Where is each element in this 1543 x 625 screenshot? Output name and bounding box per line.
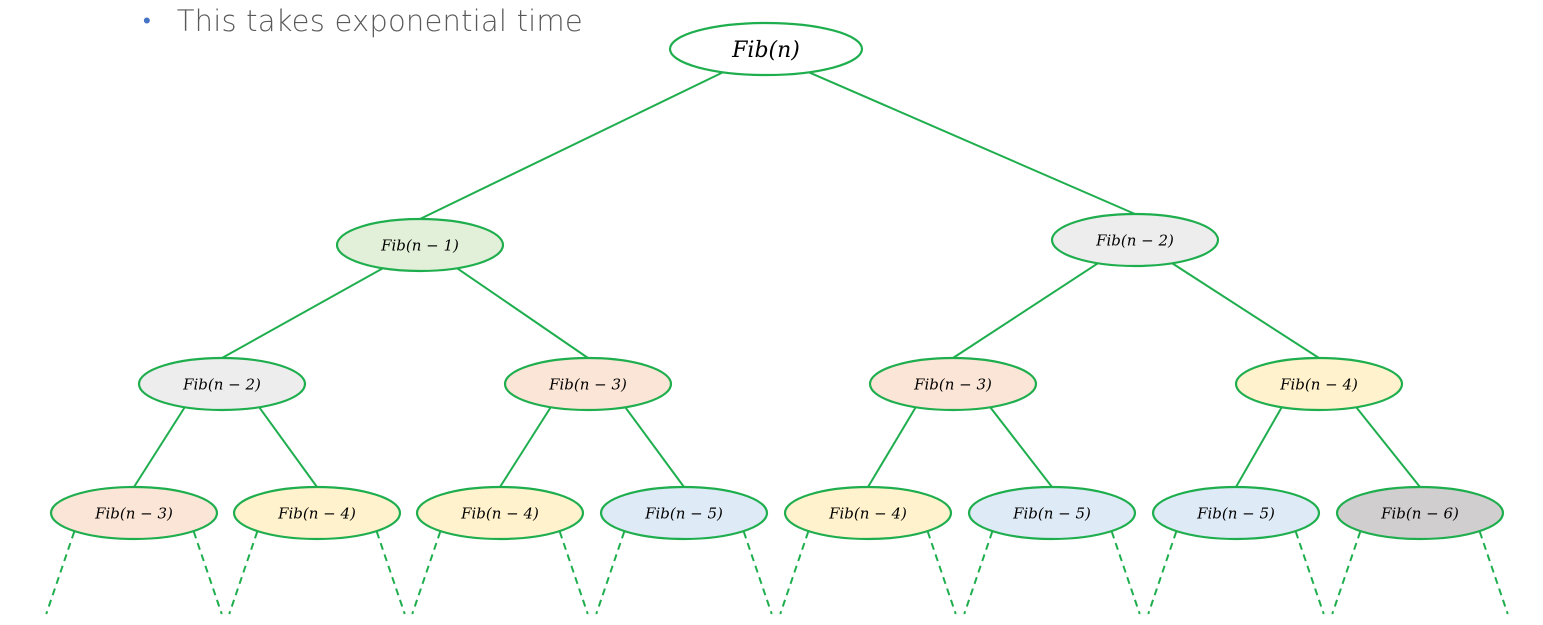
tree-node-label: Fib(n − 4) [1279, 375, 1358, 393]
continuation-stub [192, 531, 223, 615]
continuation-stub [375, 531, 406, 615]
tree-node-n-5: Fib(n − 5) [599, 485, 769, 541]
tree-node-ellipse [783, 485, 953, 541]
tree-node-ellipse [503, 356, 673, 412]
tree-node-ellipse [967, 485, 1137, 541]
tree-node-label: Fib(n − 3) [548, 375, 627, 393]
continuation-stub [1147, 531, 1178, 615]
tree-node-n-4: Fib(n − 4) [1234, 356, 1404, 412]
bullet-dot: • [143, 8, 151, 34]
tree-node-label: Fib(n − 2) [182, 375, 261, 393]
continuation-stub [742, 531, 773, 615]
tree-nodes: Fib(n − 3) Fib(n − 4) Fib(n − 2) Fib(n − 4)… [49, 21, 1505, 541]
tree-node-ellipse [232, 485, 402, 541]
continuation-stub [1110, 531, 1141, 615]
tree-edge [952, 262, 1099, 359]
continuation-stub [558, 531, 589, 615]
continuation-stub [926, 531, 957, 615]
tree-node-ellipse [1151, 485, 1321, 541]
continuation-stub [779, 531, 810, 615]
tree-node-n-4: Fib(n − 4) [783, 485, 953, 541]
tree-node-n-3: Fib(n − 3) [503, 356, 673, 412]
tree-node-label: Fib(n − 2) [1095, 231, 1174, 249]
continuation-stub [411, 531, 442, 615]
tree-node-ellipse [868, 356, 1038, 412]
continuation-stub [45, 531, 76, 615]
tree-edge [624, 406, 685, 488]
tree-node-n-6: Fib(n − 6) [1335, 485, 1505, 541]
tree-edge [1235, 406, 1283, 488]
tree-node-n-2: Fib(n − 2) [1050, 212, 1220, 268]
tree-edge [867, 406, 917, 488]
bullet-row: • This takes exponential time [143, 4, 583, 39]
tree-node-n-1: Fib(n − 1) [335, 217, 505, 273]
tree-edge [499, 406, 552, 488]
tree-edge [221, 267, 384, 359]
tree-node-n-4: Fib(n − 4) [415, 485, 585, 541]
tree-node-label: Fib(n − 4) [828, 504, 907, 522]
tree-edge [989, 406, 1053, 488]
continuation-stub [1331, 531, 1362, 615]
tree-edge [419, 71, 724, 220]
continuation-stub [1478, 531, 1509, 615]
tree-node-label: Fib(n − 6) [1380, 504, 1459, 522]
tree-edges [133, 71, 1421, 488]
continuation-stub [1294, 531, 1325, 615]
tree-node-ellipse [668, 21, 864, 77]
continuation-stub [963, 531, 994, 615]
bullet-text: This takes exponential time [176, 4, 583, 38]
tree-node-n-5: Fib(n − 5) [1151, 485, 1321, 541]
tree-node-label: Fib(n − 4) [460, 504, 539, 522]
tree-node-ellipse [415, 485, 585, 541]
tree-node-n-3: Fib(n − 3) [868, 356, 1038, 412]
tree-node-label: Fib(n − 5) [644, 504, 723, 522]
continuation-stub [228, 531, 259, 615]
tree-node-n: Fib(n) [668, 21, 864, 77]
tree-node-ellipse [1050, 212, 1220, 268]
tree-node-n-4: Fib(n − 4) [232, 485, 402, 541]
tree-edge [808, 71, 1136, 215]
tree-edge [456, 267, 589, 359]
tree-continuation-stubs [45, 531, 1509, 615]
continuation-stub [595, 531, 626, 615]
tree-node-n-3: Fib(n − 3) [49, 485, 219, 541]
tree-node-label: Fib(n − 3) [913, 375, 992, 393]
tree-node-ellipse [335, 217, 505, 273]
tree-node-ellipse [1335, 485, 1505, 541]
tree-node-label: Fib(n − 3) [94, 504, 173, 522]
tree-node-ellipse [49, 485, 219, 541]
tree-node-label: Fib(n − 5) [1012, 504, 1091, 522]
tree-node-label: Fib(n − 5) [1196, 504, 1275, 522]
tree-edge [133, 406, 186, 488]
tree-node-ellipse [599, 485, 769, 541]
tree-node-ellipse [137, 356, 307, 412]
tree-edge [1171, 262, 1320, 359]
tree-node-label: Fib(n) [731, 38, 800, 63]
tree-edge [258, 406, 318, 488]
tree-node-label: Fib(n − 1) [380, 236, 459, 254]
tree-node-n-2: Fib(n − 2) [137, 356, 307, 412]
tree-node-ellipse [1234, 356, 1404, 412]
tree-node-label: Fib(n − 4) [277, 504, 356, 522]
tree-edge [1355, 406, 1421, 488]
tree-node-n-5: Fib(n − 5) [967, 485, 1137, 541]
